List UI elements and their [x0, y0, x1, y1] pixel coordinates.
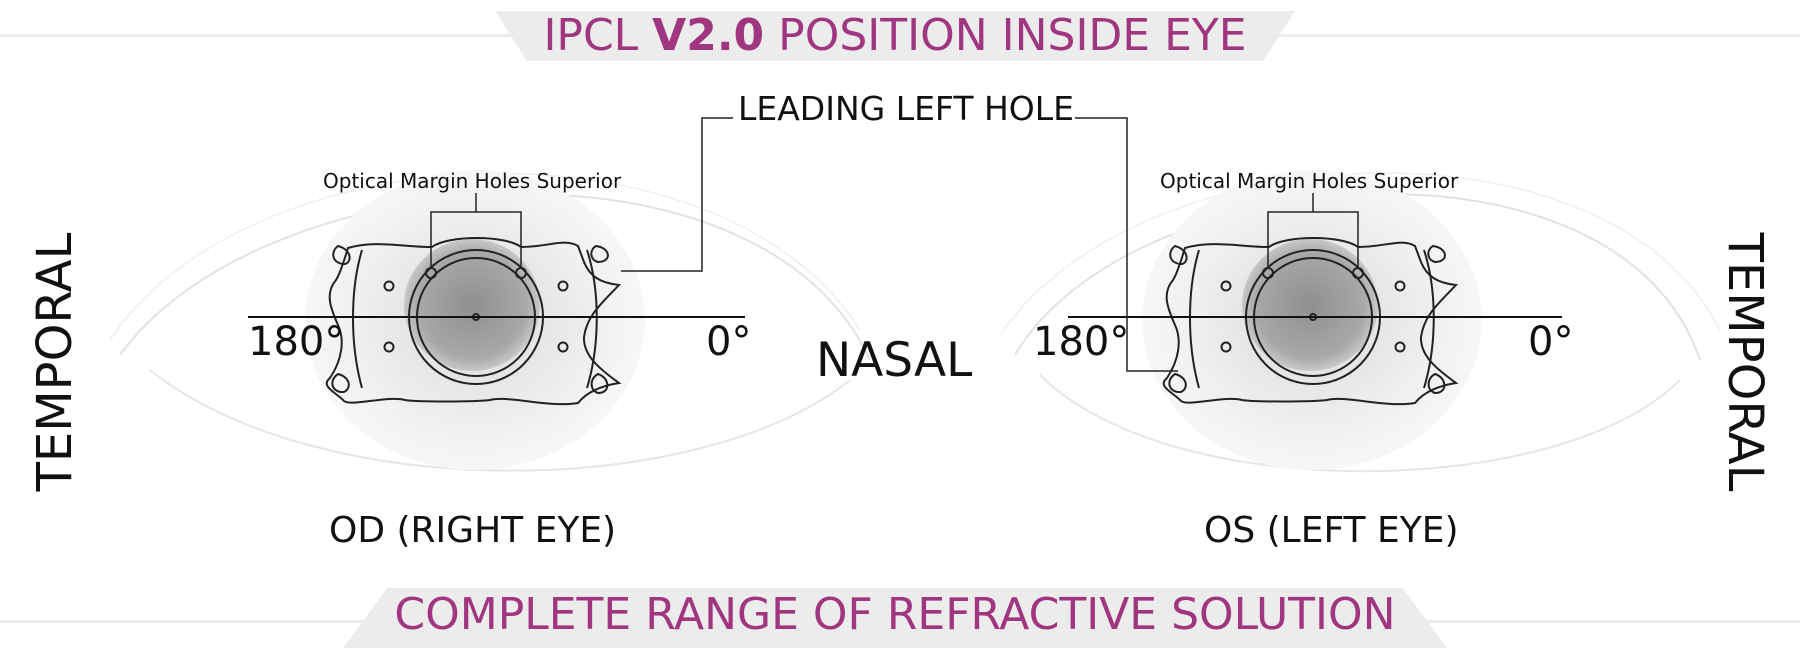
leading-hole-leader-left: [1075, 117, 1178, 372]
temporal-label-left: TEMPORAL: [27, 232, 83, 492]
left-eye-label: OS (LEFT EYE): [1204, 510, 1459, 551]
right-eye-sketch: [109, 170, 871, 472]
right-eye-180-label: 180°: [248, 319, 345, 365]
title-version: V2.0: [652, 10, 765, 61]
footer-text: COMPLETE RANGE OF REFRACTIVE SOLUTION: [394, 589, 1396, 640]
left-eye-180-label: 180°: [1033, 319, 1130, 365]
footer-banner: COMPLETE RANGE OF REFRACTIVE SOLUTION: [343, 588, 1447, 648]
left-eye-0-label: 0°: [1528, 319, 1574, 365]
leading-left-hole-label: LEADING LEFT HOLE: [738, 89, 1075, 128]
temporal-label-right: TEMPORAL: [1717, 232, 1773, 492]
title-prefix: IPCL: [543, 10, 653, 61]
title-banner: IPCL V2.0 POSITION INSIDE EYE: [495, 11, 1295, 61]
right-optical-holes-label: Optical Margin Holes Superior: [323, 169, 622, 193]
leading-hole-leader-right: [621, 117, 733, 272]
right-eye-0-label: 0°: [706, 319, 752, 365]
title-suffix: POSITION INSIDE EYE: [764, 10, 1247, 61]
right-eye-label: OD (RIGHT EYE): [329, 510, 617, 551]
nasal-label: NASAL: [816, 333, 973, 388]
left-optical-holes-label: Optical Margin Holes Superior: [1160, 169, 1459, 193]
left-eye-lens: [1162, 237, 1459, 406]
